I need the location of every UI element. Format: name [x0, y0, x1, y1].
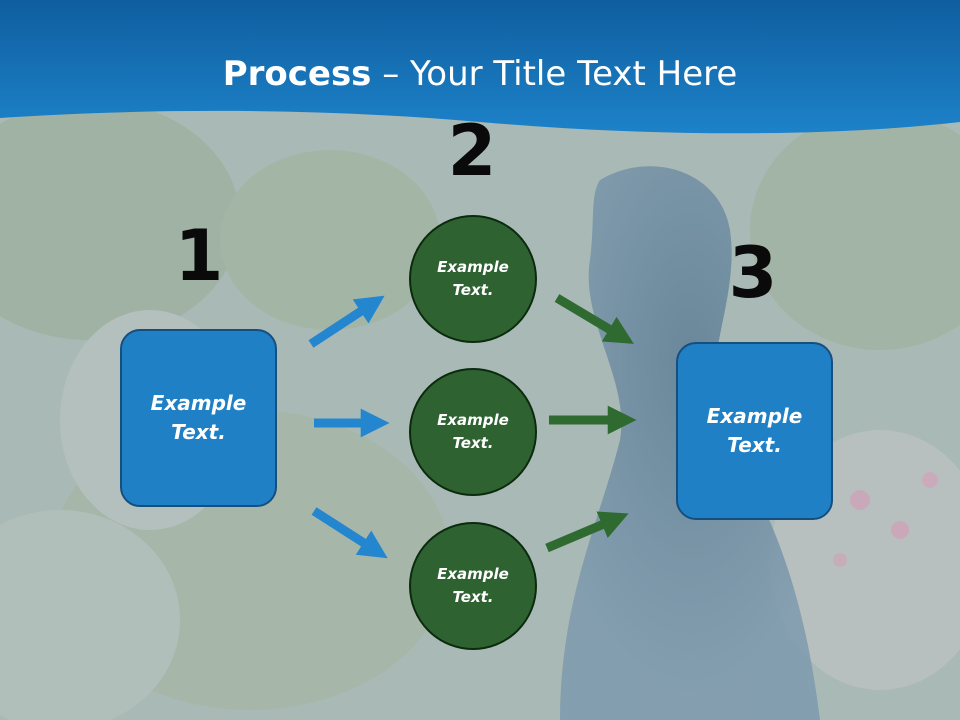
- title-bold: Process: [222, 54, 372, 94]
- slide-title: Process – Your Title Text Here: [0, 52, 960, 96]
- step-2-circle-top: Example Text.: [409, 215, 537, 343]
- step-3-text: Example Text.: [706, 404, 803, 457]
- step-1-text: Example Text.: [150, 391, 247, 444]
- step-number-1: 1: [174, 215, 224, 297]
- step-2-bottom-text: Example Text.: [437, 565, 509, 606]
- step-number-2: 2: [447, 110, 497, 192]
- title-rest: – Your Title Text Here: [371, 54, 738, 94]
- step-2-middle-text: Example Text.: [437, 411, 509, 452]
- step-number-3: 3: [728, 232, 778, 314]
- step-1-box: Example Text.: [120, 329, 277, 507]
- step-2-top-text: Example Text.: [437, 258, 509, 299]
- step-2-circle-middle: Example Text.: [409, 368, 537, 496]
- step-3-box: Example Text.: [676, 342, 833, 520]
- step-2-circle-bottom: Example Text.: [409, 522, 537, 650]
